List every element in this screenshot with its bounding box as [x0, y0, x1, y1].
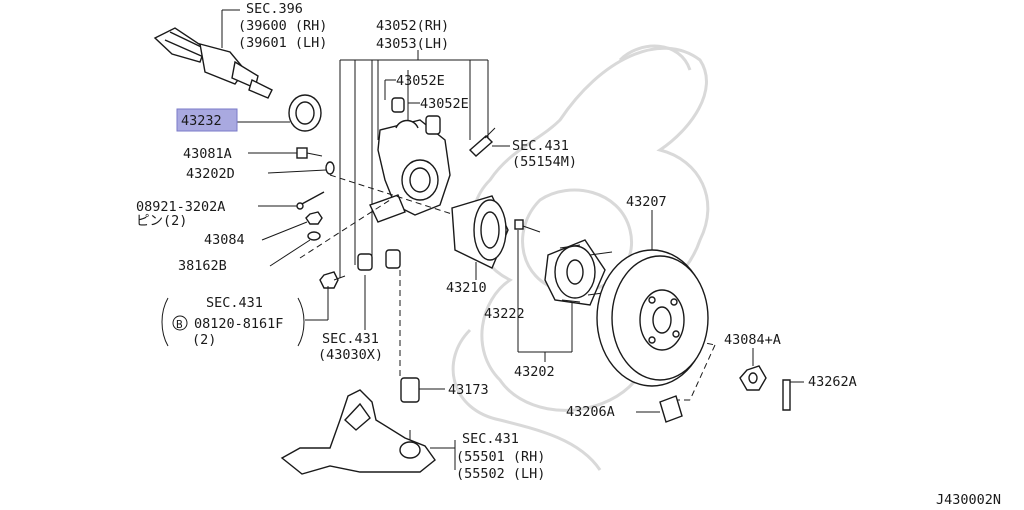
bracket-right	[297, 297, 305, 347]
label-bolt-b: B	[176, 318, 183, 331]
bolt-bracket-lines	[305, 275, 366, 330]
label-55502[interactable]: (55502 (LH)	[456, 466, 545, 482]
nut-43084[interactable]	[261, 211, 323, 241]
plug-43206a[interactable]	[636, 395, 683, 423]
lug-nut-43084a[interactable]	[739, 348, 767, 391]
washer-38162b[interactable]	[269, 231, 321, 267]
knuckle-bushings[interactable]	[319, 249, 401, 289]
label-55154m[interactable]: (55154M)	[512, 154, 577, 170]
steering-knuckle[interactable]	[369, 97, 451, 223]
label-43173[interactable]: 43173	[448, 382, 489, 398]
abs-sensor[interactable]	[468, 127, 510, 157]
oil-seal-43232[interactable]	[237, 94, 322, 132]
label-43084[interactable]: 43084	[204, 232, 245, 248]
label-qty-2: (2)	[192, 332, 216, 348]
label-38162b[interactable]: 38162B	[178, 258, 227, 274]
label-43052-rh[interactable]: 43052(RH)	[376, 18, 449, 34]
label-pin-qty: ピン(2)	[136, 213, 187, 229]
label-sec431-d[interactable]: SEC.431	[462, 431, 519, 447]
cotter-pin-08921[interactable]	[258, 191, 325, 210]
label-43206a[interactable]: 43206A	[566, 404, 615, 420]
label-08120[interactable]: 08120-8161F	[194, 316, 283, 332]
cap-43262a[interactable]	[782, 379, 804, 411]
label-43084a[interactable]: 43084+A	[724, 332, 781, 348]
highlight-43232	[176, 108, 238, 132]
wheel-hub-43202[interactable]	[544, 239, 613, 306]
label-08921[interactable]: 08921-3202A	[136, 199, 225, 215]
label-43081a[interactable]: 43081A	[183, 146, 232, 162]
label-43202d[interactable]: 43202D	[186, 166, 235, 182]
driveshaft[interactable]	[153, 9, 273, 99]
diagram-code: J430002N	[936, 492, 1001, 508]
label-39600[interactable]: (39600 (RH)	[238, 18, 327, 34]
label-43210[interactable]: 43210	[446, 280, 487, 296]
label-sec431-b[interactable]: SEC.431	[206, 295, 263, 311]
label-43222[interactable]: 43222	[484, 306, 525, 322]
label-55501[interactable]: (55501 (RH)	[456, 449, 545, 465]
label-sec431-a[interactable]: SEC.431	[512, 138, 569, 154]
bracket-left	[161, 297, 169, 347]
washer-43202d[interactable]	[267, 161, 335, 175]
label-43207[interactable]: 43207	[626, 194, 667, 210]
bolt-43081a[interactable]	[248, 147, 323, 159]
label-39601[interactable]: (39601 (LH)	[238, 35, 327, 51]
label-43052e-b[interactable]: 43052E	[420, 96, 469, 112]
bolt-b-circle	[172, 315, 188, 331]
label-sec396[interactable]: SEC.396	[246, 1, 303, 17]
label-43202[interactable]: 43202	[514, 364, 555, 380]
label-43232[interactable]: 43232	[181, 113, 222, 129]
lower-control-arm[interactable]	[280, 389, 456, 475]
label-43030x[interactable]: (43030X)	[318, 347, 383, 363]
knuckle-leader-lines	[339, 50, 489, 278]
label-sec431-c[interactable]: SEC.431	[322, 331, 379, 347]
brake-rotor-43207[interactable]	[596, 210, 709, 387]
label-43052e-a[interactable]: 43052E	[396, 73, 445, 89]
hub-bearing-43210[interactable]	[451, 195, 509, 280]
label-43053-lh[interactable]: 43053(LH)	[376, 36, 449, 52]
hub-bolt-43222[interactable]	[514, 219, 573, 362]
bushing-43173[interactable]	[400, 377, 445, 403]
label-43262a[interactable]: 43262A	[808, 374, 857, 390]
part-labels: SEC.396 (39600 (RH) (39601 (LH) 43052(RH…	[136, 1, 1001, 508]
